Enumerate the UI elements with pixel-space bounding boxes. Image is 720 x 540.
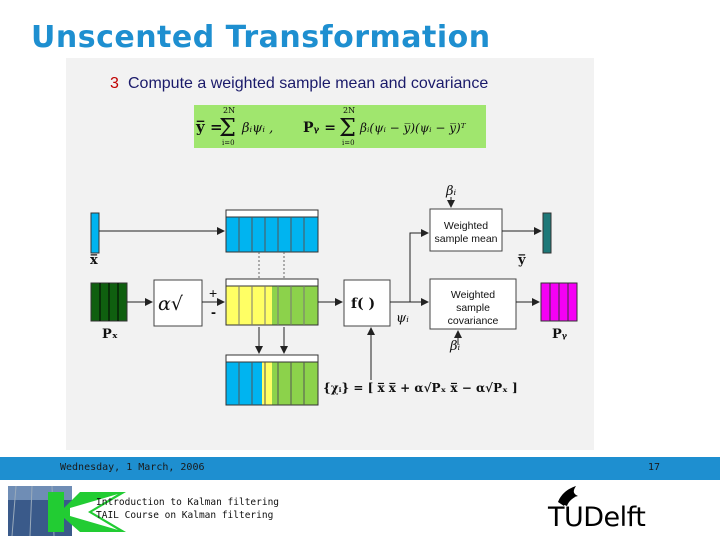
weighted-cov-line3: covariance	[448, 315, 499, 327]
step-heading: Compute a weighted sample mean and covar…	[128, 75, 488, 92]
course-line-2: TAIL Course on Kalman filtering	[96, 510, 274, 521]
formula-cov-upper: 2N	[343, 106, 355, 115]
py-matrix	[540, 282, 578, 322]
diagram-arrows	[99, 197, 542, 380]
footer-date: Wednesday, 1 March, 2006	[60, 462, 205, 473]
px-matrix	[90, 282, 128, 322]
psi-label: ψᵢ	[396, 311, 409, 326]
px-label: Pₓ	[102, 327, 118, 342]
x-mean-label: x̅	[90, 253, 98, 268]
footer-band: Wednesday, 1 March, 2006 17	[0, 457, 720, 480]
weighted-cov-line1: Weighted	[451, 289, 495, 301]
sigma-matrix-bottom	[225, 354, 319, 406]
weighted-cov-box	[429, 278, 517, 330]
formula-mean-sum: Σ	[219, 114, 236, 142]
ut-diagram-figure: 3 Compute a weighted sample mean and cov…	[66, 58, 594, 450]
slide-title: Unscented Transformation	[31, 20, 491, 55]
plus-sign: +	[209, 285, 217, 301]
minus-sign: -	[211, 304, 216, 321]
page-number: 17	[647, 462, 660, 473]
formula-mean-terms: βᵢψᵢ ,	[241, 121, 273, 136]
course-info: Introduction to Kalman filtering TAIL Co…	[96, 496, 279, 522]
y-mean-vector	[542, 212, 552, 254]
formula-mean-lower: i=0	[222, 139, 235, 147]
formula-mean-upper: 2N	[223, 106, 235, 115]
tudelft-flame-icon	[558, 486, 578, 506]
formula-cov-sum: Σ	[339, 114, 356, 142]
f-function-label: f( )	[351, 296, 375, 312]
beta-top-label: βᵢ	[445, 184, 457, 199]
sigma-matrix-top	[225, 209, 319, 253]
sigma-set-formula: {χᵢ} = [ x̅ x̅ + α√Pₓ x̅ − α√Pₓ ]	[323, 381, 518, 395]
weighted-mean-box	[429, 208, 503, 252]
step-number: 3	[110, 75, 119, 92]
f-function-box	[343, 279, 391, 327]
formula-cov-terms: βᵢ(ψᵢ − y̅)(ψᵢ − y̅)ᵀ	[359, 121, 467, 135]
alpha-sqrt-label: α√	[158, 293, 184, 315]
alpha-sqrt-box	[153, 279, 203, 327]
diagram-dotted-guides	[258, 252, 285, 279]
formula-mean-lhs: y̅ =	[195, 118, 223, 136]
course-line-1: Introduction to Kalman filtering	[96, 497, 280, 508]
formula-cov-lhs: Pᵧ =	[303, 120, 336, 136]
weighted-cov-line2: sample	[456, 302, 490, 314]
x-mean-vector	[90, 212, 100, 254]
tudelft-wordmark: TUDelft	[548, 502, 646, 533]
weighted-mean-line2: sample mean	[434, 233, 497, 245]
weighted-mean-line1: Weighted	[444, 220, 488, 232]
py-label: Pᵧ	[552, 327, 568, 342]
formula-cov-lower: i=0	[342, 139, 355, 147]
y-mean-label: y̅	[517, 253, 526, 268]
beta-bottom-label: βᵢ	[449, 339, 461, 354]
kalman-course-logo	[8, 486, 126, 536]
formula-band	[194, 105, 486, 148]
sigma-matrix-middle	[225, 278, 319, 326]
